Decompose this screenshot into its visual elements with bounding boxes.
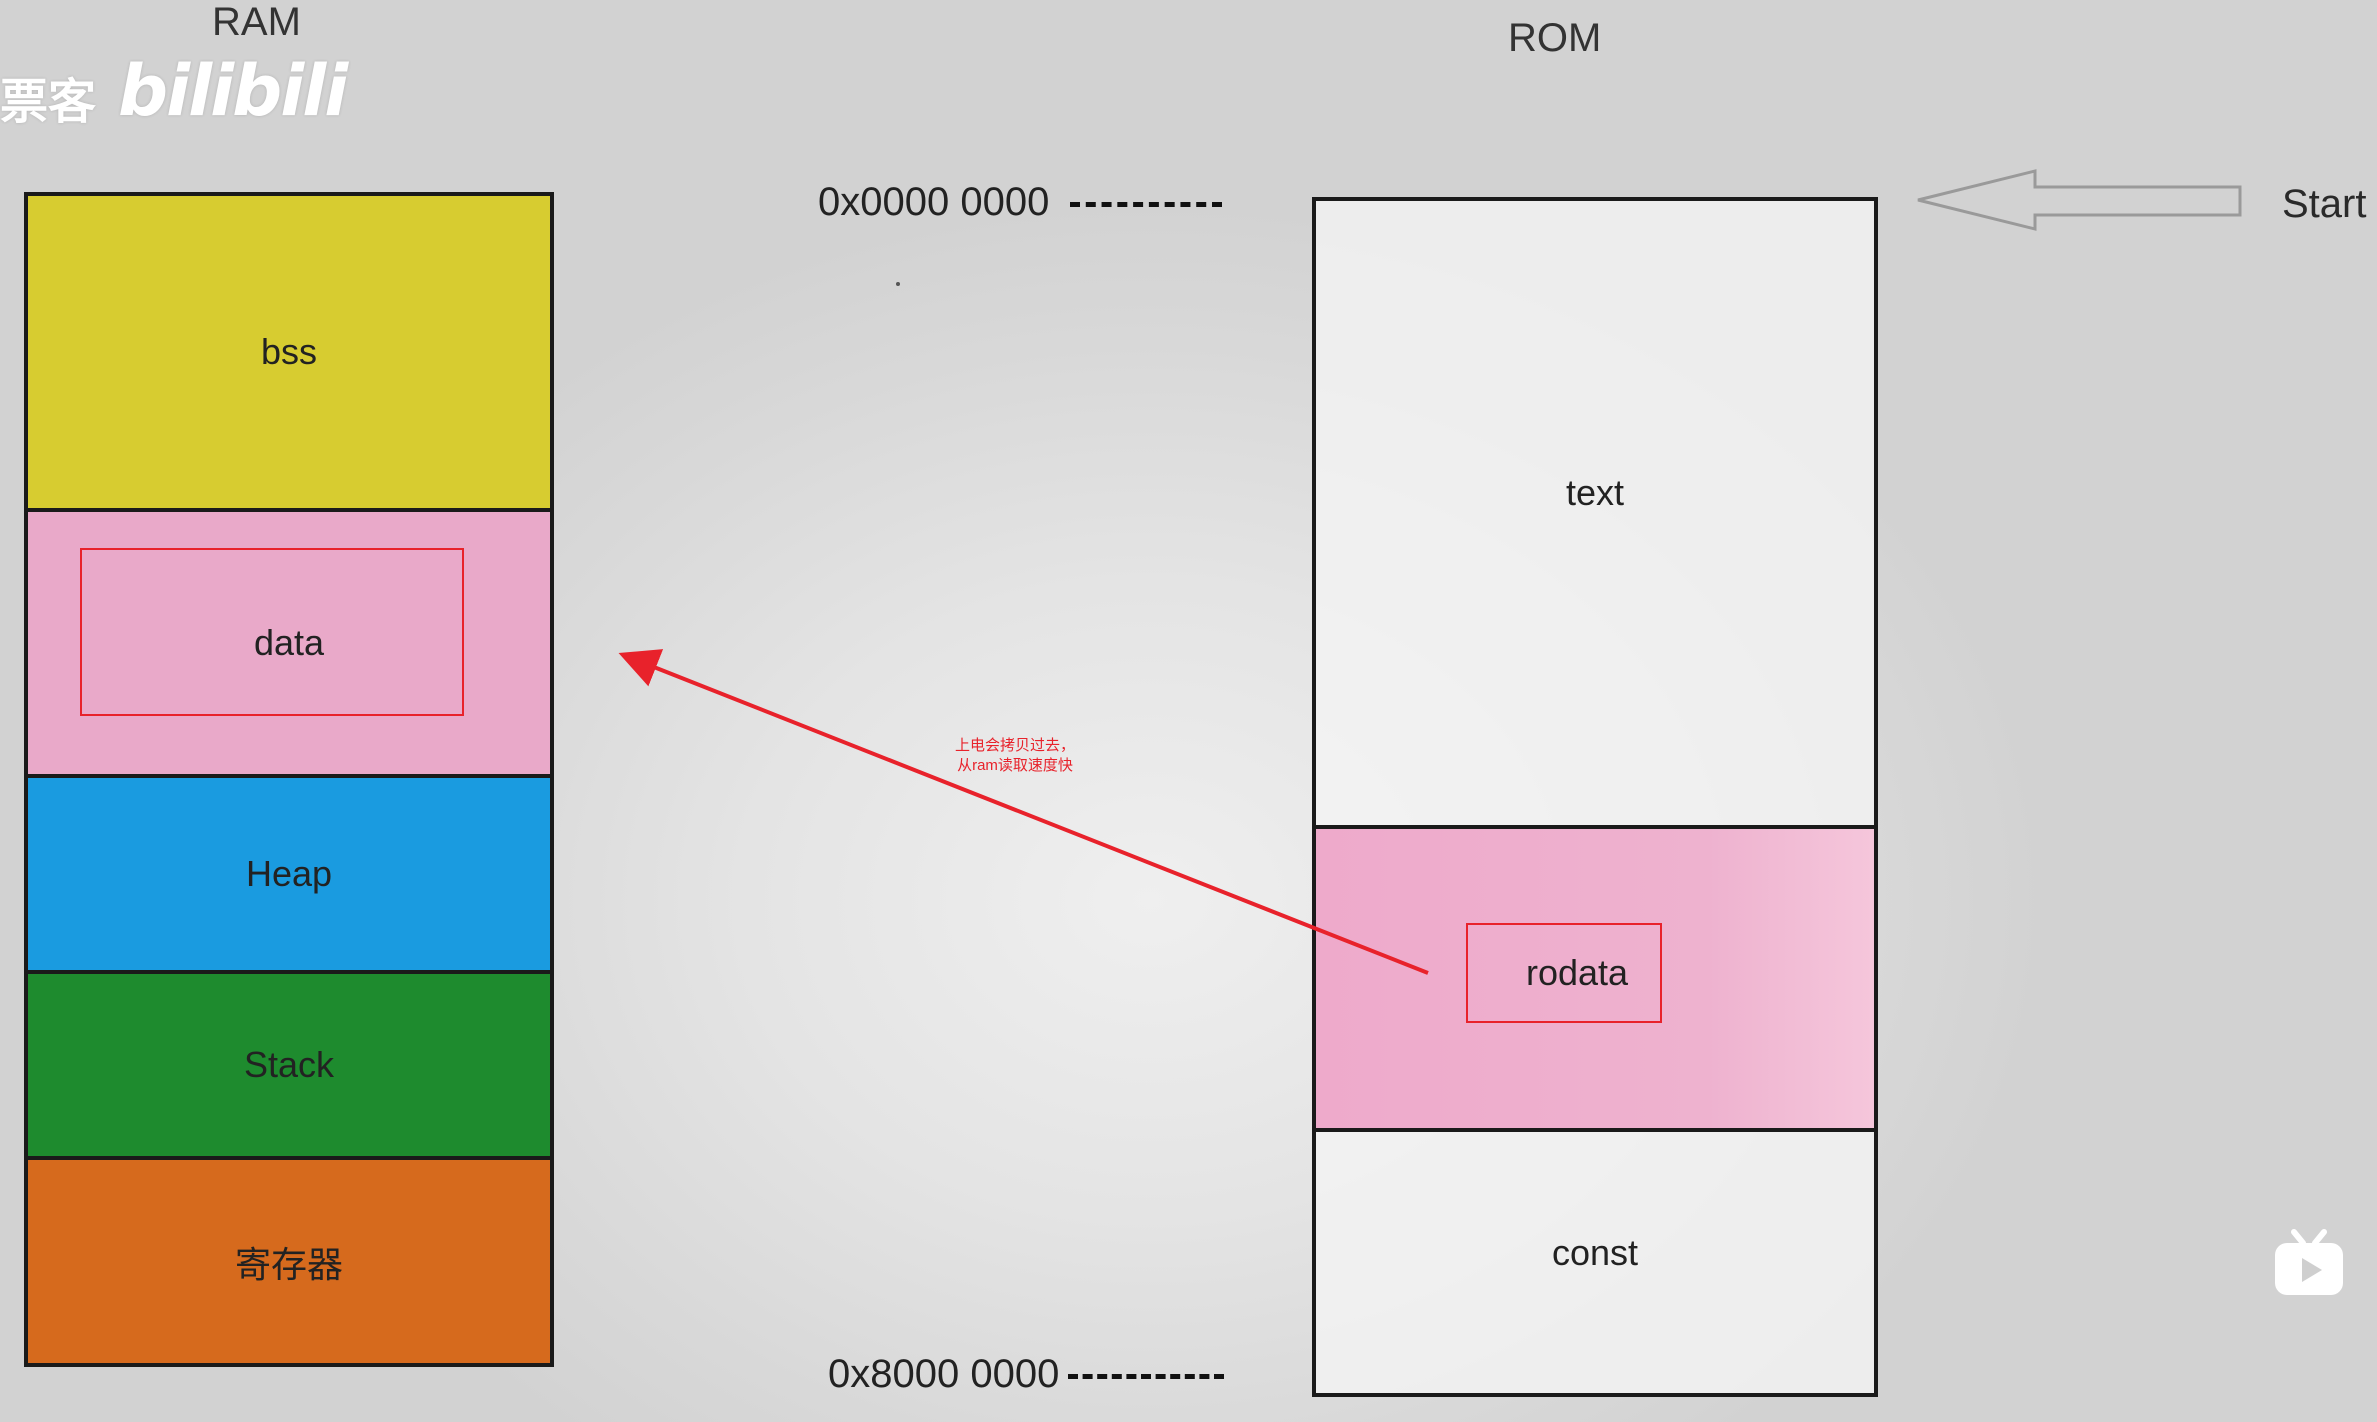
rom-title: ROM xyxy=(1508,16,1602,60)
start-arrow-icon xyxy=(1917,169,2242,231)
rom-segment-rodata: rodata xyxy=(1316,829,1874,1132)
rom-segment-text: text xyxy=(1316,201,1874,829)
end-address-dash xyxy=(1068,1374,1224,1379)
ram-segment-label: data xyxy=(253,622,325,663)
bilibili-tv-icon xyxy=(2275,1229,2343,1295)
ram-segment-label: Heap xyxy=(245,853,333,894)
bilibili-logo: bilibili xyxy=(118,50,348,132)
rom-segment-label: rodata xyxy=(1525,951,1629,993)
ram-segment-label: 寄存器 xyxy=(234,1243,343,1285)
end-address-label: 0x8000 0000 xyxy=(828,1352,1060,1396)
ram-segment-stack: Stack xyxy=(28,974,550,1160)
start-address-label: 0x0000 0000 xyxy=(818,180,1050,224)
rom-memory-map: text rodata const xyxy=(1312,197,1878,1397)
dot-mark xyxy=(896,282,900,286)
watermark-prefix: 票客 xyxy=(0,76,97,129)
watermark: 票客 bilibili xyxy=(0,50,348,132)
ram-title: RAM xyxy=(212,0,301,44)
rom-segment-label: text xyxy=(1565,472,1625,513)
rom-segment-label: const xyxy=(1551,1231,1639,1273)
ram-segment-label: Stack xyxy=(243,1044,335,1085)
ram-segment-label: bss xyxy=(260,331,318,372)
ram-segment-heap: Heap xyxy=(28,778,550,974)
start-label: Start xyxy=(2282,182,2367,226)
annotation-line-2: 从ram读取速度快 xyxy=(957,757,1073,774)
rodata-highlight-box xyxy=(1466,923,1662,1023)
annotation-line-1: 上电会拷贝过去， xyxy=(955,737,1076,754)
ram-memory-map: bss data Heap Stack 寄存器 xyxy=(24,192,554,1367)
copy-annotation: 上电会拷贝过去， 从ram读取速度快 xyxy=(955,736,1075,776)
rom-segment-const: const xyxy=(1316,1132,1874,1393)
ram-segment-registers: 寄存器 xyxy=(28,1160,550,1363)
data-highlight-box xyxy=(80,548,464,716)
ram-segment-bss: bss xyxy=(28,196,550,512)
ram-segment-data: data xyxy=(28,512,550,778)
start-address-dash xyxy=(1070,202,1222,207)
